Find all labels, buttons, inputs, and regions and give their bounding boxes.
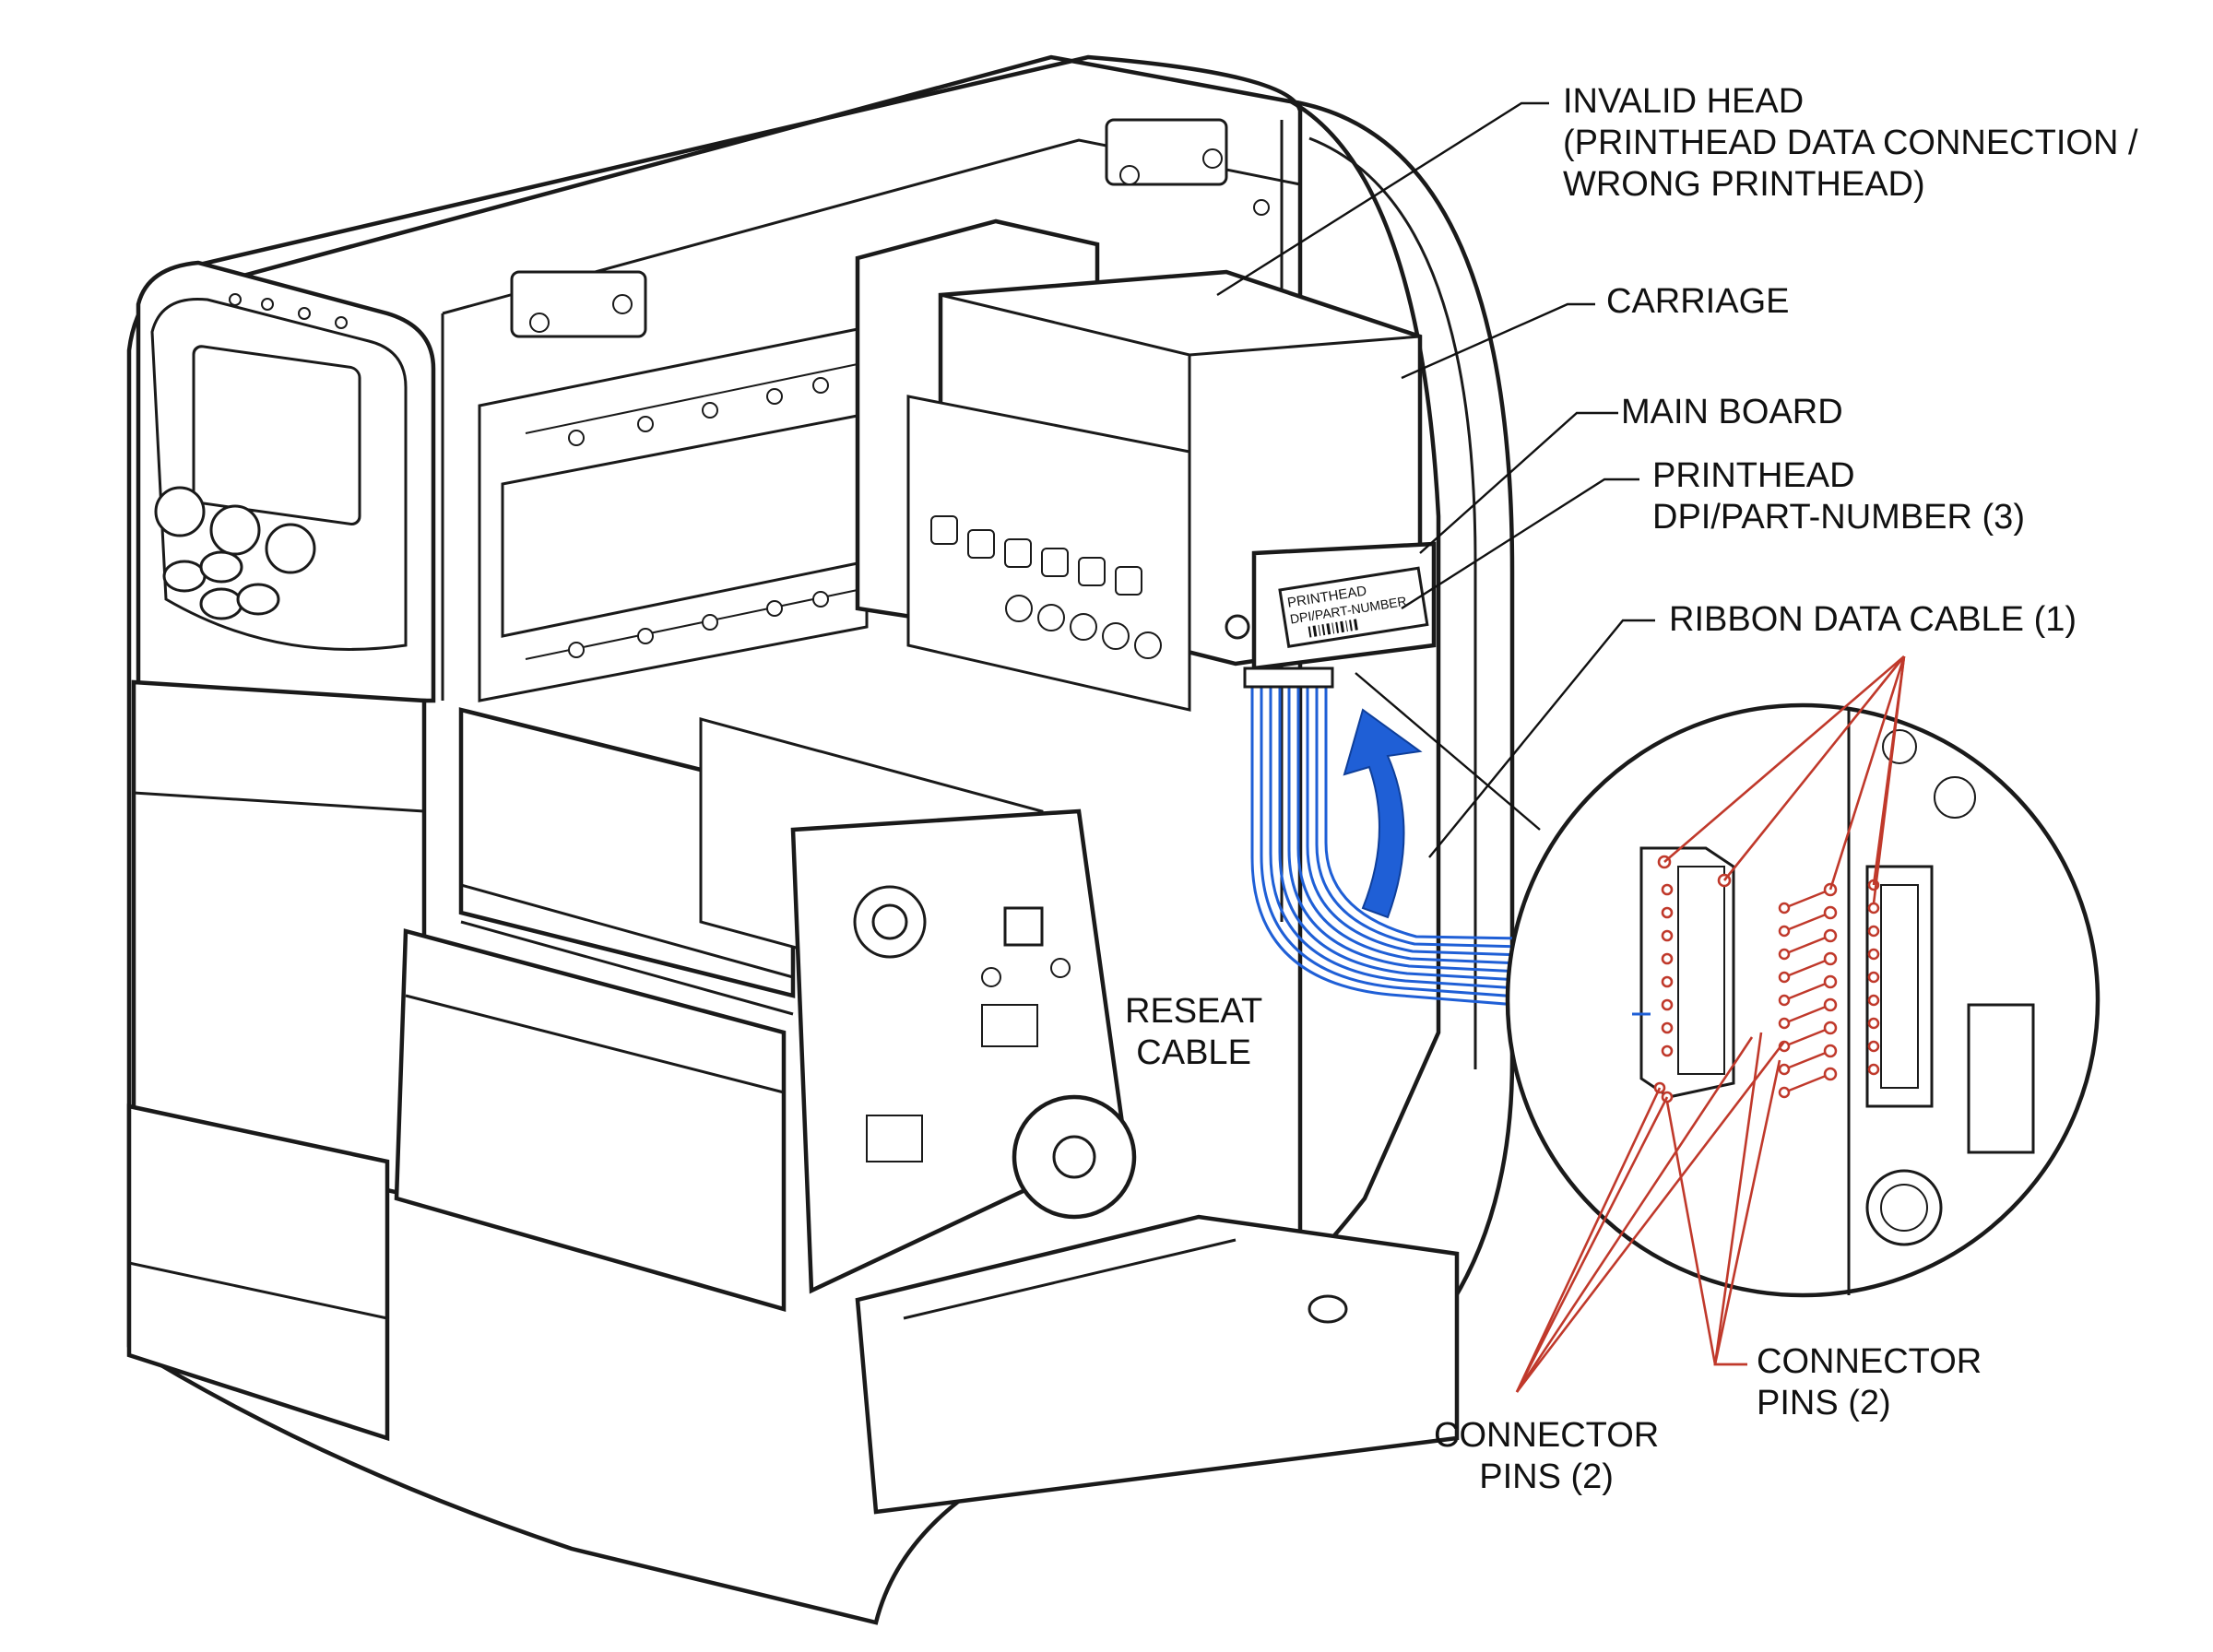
indicator-led — [261, 298, 274, 311]
label-ribbon-data-cable: RIBBON DATA CABLE (1) — [1669, 600, 2077, 639]
panel-button — [162, 560, 207, 593]
panel-button — [199, 587, 243, 620]
panel-button — [236, 583, 280, 616]
indicator-led — [229, 293, 242, 306]
connector-pins — [1515, 655, 1906, 1393]
carriage-assembly: PRINTHEAD DPI/PART-NUMBER — [855, 218, 1437, 712]
barcode-icon — [1308, 619, 1358, 638]
label-connector-pins-left: CONNECTOR PINS (2) — [1434, 1416, 1660, 1496]
indicator-led — [335, 316, 348, 329]
media-path — [394, 325, 1460, 1515]
control-panel — [126, 260, 436, 1442]
label-invalid-head: INVALID HEAD (PRINTHEAD DATA CONNECTION … — [1563, 82, 2138, 204]
label-printhead-dpi: PRINTHEAD DPI/PART-NUMBER (3) — [1652, 456, 2025, 537]
detail-magnifier-circle — [1355, 672, 2101, 1298]
ribbon-data-cable — [1243, 667, 1633, 1016]
panel-button — [209, 504, 261, 556]
label-carriage: CARRIAGE — [1606, 282, 1790, 321]
indicator-led — [298, 307, 311, 320]
lcd-screen — [192, 345, 361, 526]
panel-button — [154, 486, 206, 537]
label-connector-pins-right: CONNECTOR PINS (2) — [1757, 1342, 1982, 1422]
label-main-board: MAIN BOARD — [1621, 393, 1843, 431]
label-reseat-cable: RESEAT CABLE — [1125, 992, 1263, 1072]
panel-button — [199, 550, 243, 584]
panel-button — [265, 523, 316, 574]
leader-lines — [1216, 101, 1655, 858]
printhead-label-tag: PRINTHEAD DPI/PART-NUMBER — [1278, 566, 1429, 648]
curved-arrow-icon — [1343, 708, 1423, 919]
